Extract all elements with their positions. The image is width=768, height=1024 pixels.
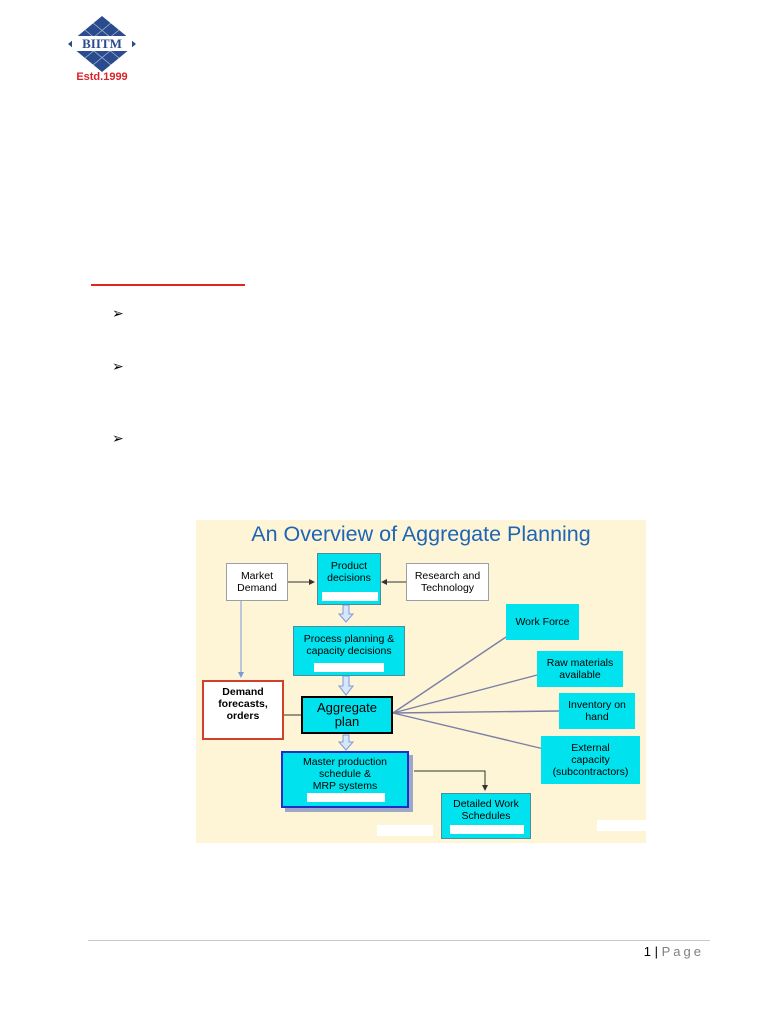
heading-underline	[91, 284, 245, 286]
product-decisions-label: Product decisions	[327, 560, 371, 584]
market-demand-label: Market Demand	[237, 570, 277, 594]
logo-wordmark: BIITM	[82, 36, 122, 51]
research-technology-label: Research and Technology	[414, 570, 481, 594]
bullet-marker: ➢	[112, 359, 124, 375]
demand-forecasts-label: Demand forecasts, orders	[218, 686, 268, 722]
diagram-connectors	[238, 579, 560, 791]
detailed-work-label: Detailed Work Schedules	[453, 798, 519, 822]
label-strip	[307, 793, 385, 802]
master-production-box: Master production schedule & MRP systems	[281, 751, 409, 808]
label-strip	[597, 820, 646, 831]
label-strip	[314, 663, 384, 672]
bullet-marker: ➢	[112, 431, 124, 447]
diagram-title: An Overview of Aggregate Planning	[251, 522, 591, 546]
raw-materials-box: Raw materials available	[537, 651, 623, 687]
external-capacity-label: External capacity (subcontractors)	[552, 742, 629, 778]
label-strip	[377, 825, 433, 836]
bullet-marker: ➢	[112, 306, 124, 322]
process-planning-label: Process planning & capacity decisions	[303, 633, 395, 657]
inventory-label: Inventory on hand	[568, 699, 626, 723]
external-capacity-box: External capacity (subcontractors)	[541, 736, 640, 784]
page-footer: 1 | Page	[644, 944, 704, 959]
label-strip	[322, 592, 378, 601]
work-force-label: Work Force	[515, 616, 570, 628]
label-strip	[210, 734, 276, 738]
product-decisions-box: Product decisions	[317, 553, 381, 605]
logo-tagline: Estd.1999	[76, 71, 127, 83]
aggregate-plan-box: Aggregate plan	[301, 696, 393, 734]
work-force-box: Work Force	[506, 604, 579, 640]
research-technology-box: Research and Technology	[406, 563, 489, 601]
market-demand-box: Market Demand	[226, 563, 288, 601]
aggregate-planning-diagram: An Overview of Aggregate Planning Market…	[196, 520, 646, 843]
process-planning-box: Process planning & capacity decisions	[293, 626, 405, 676]
demand-forecasts-box: Demand forecasts, orders	[202, 680, 284, 740]
aggregate-plan-label: Aggregate plan	[317, 700, 377, 729]
inventory-box: Inventory on hand	[559, 693, 635, 729]
detailed-work-box: Detailed Work Schedules	[441, 793, 531, 839]
raw-materials-label: Raw materials available	[546, 657, 614, 681]
biitm-logo: BIITM Estd.1999	[66, 14, 138, 84]
page-number: 1	[643, 944, 651, 959]
master-production-label: Master production schedule & MRP systems	[302, 756, 388, 792]
page-separator: |	[654, 944, 658, 959]
page-label: Page	[661, 944, 704, 959]
footer-rule	[88, 940, 710, 941]
label-strip	[450, 825, 524, 834]
